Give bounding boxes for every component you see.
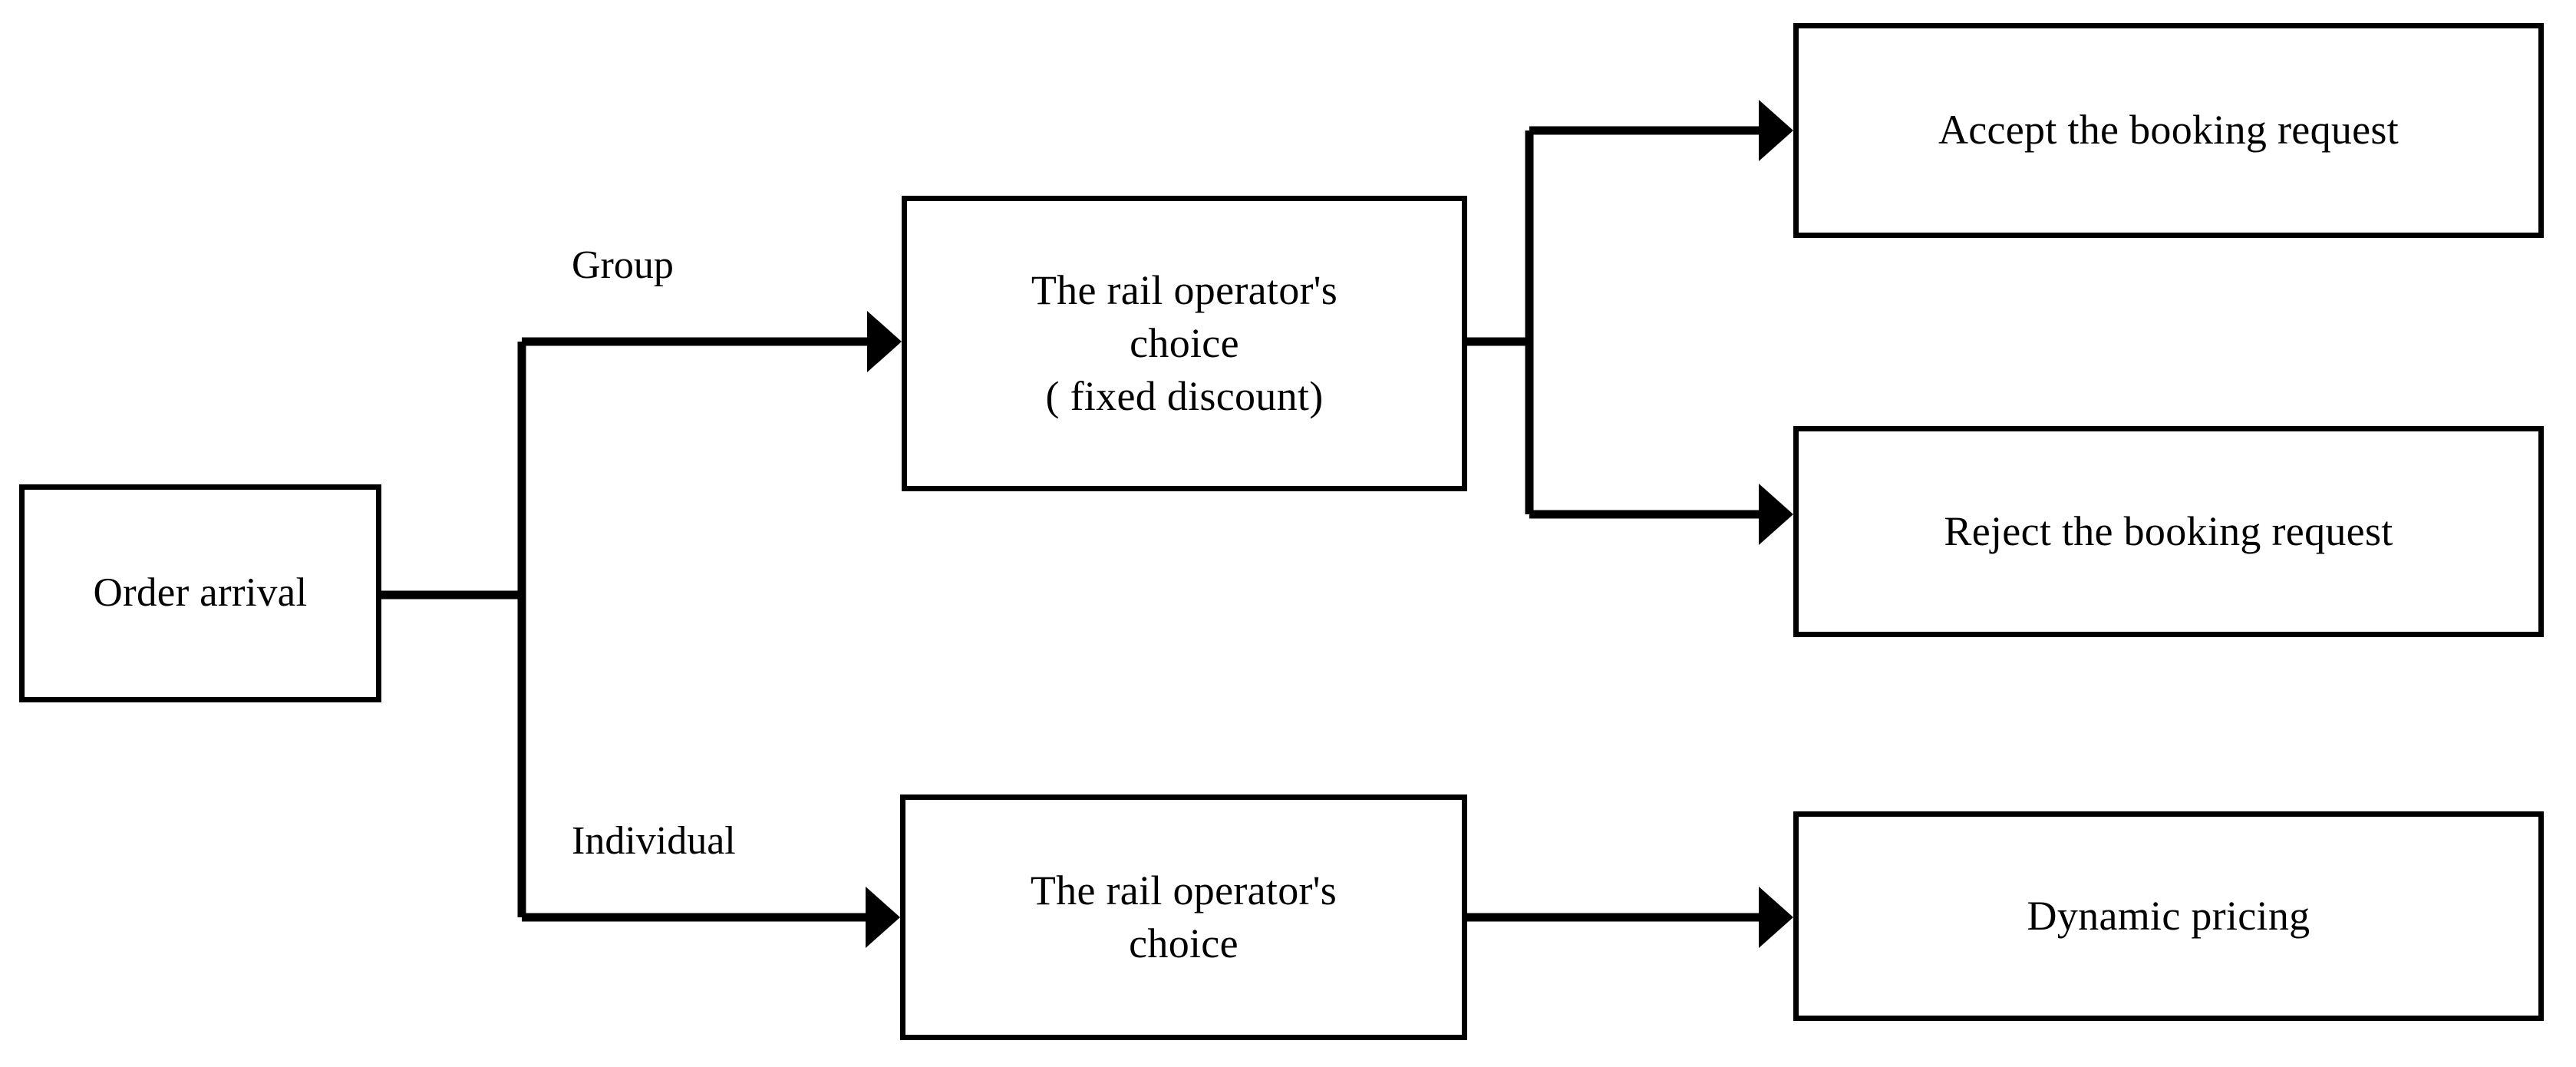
node-dynamic-pricing[interactable]: Dynamic pricing: [1793, 811, 2544, 1021]
node-individual-choice-label: The rail operator's choice: [1030, 867, 1337, 966]
arrowhead-accept: [1759, 100, 1793, 161]
node-group-choice-label: The rail operator's choice ( fixed disco…: [1031, 266, 1338, 420]
edge-label-group: Group: [572, 243, 674, 287]
arrowhead-dynamic-pricing: [1759, 887, 1793, 948]
node-dynamic-pricing-label: Dynamic pricing: [2027, 892, 2310, 939]
node-accept-booking-request-label: Accept the booking request: [1938, 107, 2400, 154]
node-individual-choice[interactable]: The rail operator's choice: [900, 794, 1467, 1040]
arrowhead-group: [867, 311, 902, 372]
edge-label-individual: Individual: [572, 819, 736, 863]
node-order-arrival-label: Order arrival: [93, 570, 308, 616]
node-reject-booking-request[interactable]: Reject the booking request: [1793, 426, 2544, 637]
node-order-arrival[interactable]: Order arrival: [19, 484, 381, 702]
arrowhead-individual: [866, 887, 900, 948]
node-group-choice[interactable]: The rail operator's choice ( fixed disco…: [902, 196, 1467, 491]
node-reject-booking-request-label: Reject the booking request: [1944, 507, 2393, 554]
node-accept-booking-request[interactable]: Accept the booking request: [1793, 23, 2544, 238]
arrowhead-reject: [1759, 484, 1793, 545]
